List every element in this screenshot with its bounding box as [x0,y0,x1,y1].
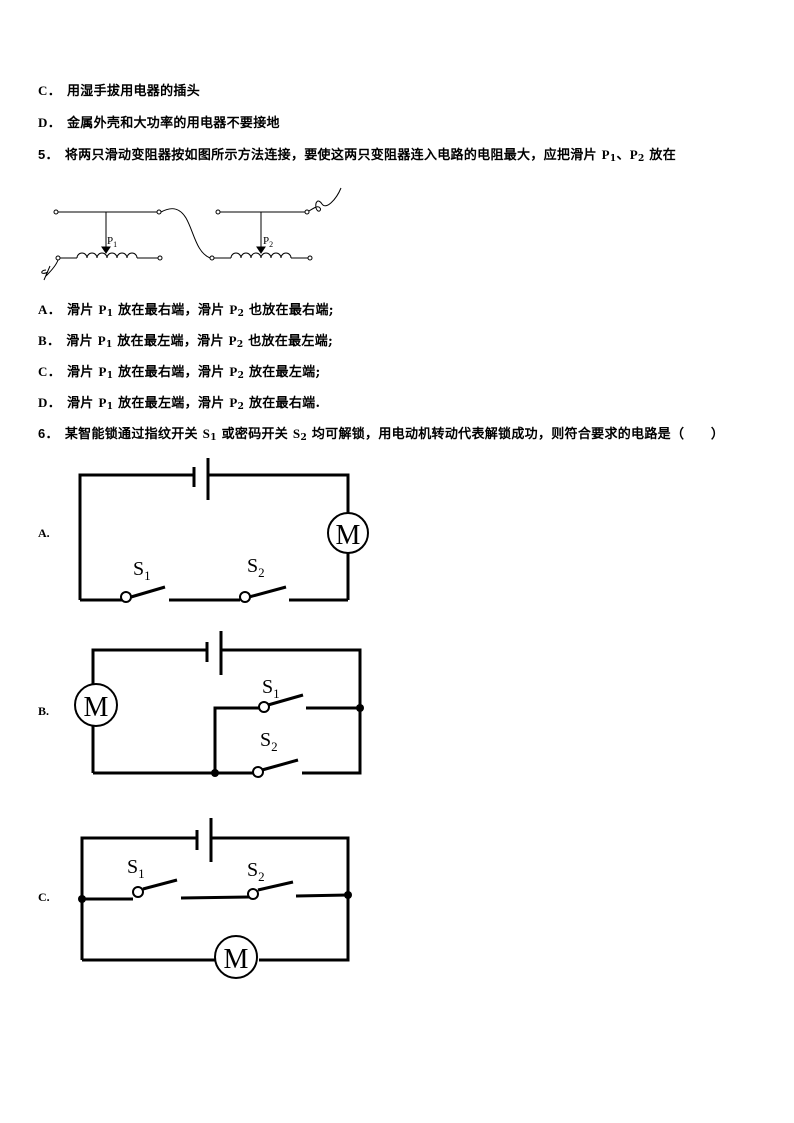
option-label: C． [38,83,61,98]
var: P [97,333,106,348]
slider-p1-label: P1 [107,235,117,249]
q6-option-a-label[interactable]: A. [38,526,50,540]
sub: 2 [237,309,245,319]
option-label: A． [38,302,61,317]
sub: 2 [300,433,308,443]
question-text-end: 放在 [644,148,677,163]
q6-option-b-label[interactable]: B. [38,704,50,718]
rheostat-figure: P1 P2 [41,187,342,281]
switch-s2-label: S2 [247,859,265,884]
option-label: D． [38,395,61,410]
text: 放在最左端，滑片 [112,334,229,349]
sub: 1 [106,309,114,319]
sub: 1 [609,154,617,164]
var: P [229,364,238,379]
question-number: 6． [38,426,59,441]
question-5-stem: 5． 将两只滑动变阻器按如图所示方法连接，要使这两只变阻器连入电路的电阻最大，应把… [38,147,676,164]
var-s1: S [202,426,211,441]
switch-s2-label: S2 [247,555,265,580]
var: P [229,302,238,317]
var-p1: P [601,147,610,162]
option-label: C． [38,364,61,379]
var: P [98,302,107,317]
q6-option-c-label[interactable]: C. [38,890,50,904]
sub: 1 [106,402,114,412]
text: 或密码开关 [216,427,293,442]
switch-s1-label: S1 [133,558,151,583]
text: 也放在最右端; [244,303,334,318]
text: 滑片 [67,396,99,411]
motor-icon: M [84,692,109,723]
q5-option-d[interactable]: D．滑片 P1 放在最左端，滑片 P2 放在最右端. [38,395,320,412]
text: 放在最左端，滑片 [113,396,230,411]
text: 也放在最左端; [243,334,334,349]
var: P [98,395,107,410]
q5-option-b[interactable]: B．滑片 P1 放在最左端，滑片 P2 也放在最左端; [38,333,333,350]
option-text: 用湿手拔用电器的插头 [67,84,201,99]
var: P [98,364,107,379]
q5-option-a[interactable]: A．滑片 P1 放在最右端，滑片 P2 也放在最右端; [38,302,334,319]
option-label: D． [38,115,61,130]
text: 滑片 [67,303,99,318]
text: 放在最右端. [244,396,321,411]
sub: 2 [237,371,245,381]
text: 均可解锁，用电动机转动代表解锁成功，则符合要求的电路是（ ） [307,427,725,442]
option-label: B． [38,333,61,348]
var-s2: S [292,426,301,441]
question-6-stem: 6．某智能锁通过指纹开关 S1 或密码开关 S2 均可解锁，用电动机转动代表解锁… [38,426,724,443]
motor-icon: M [336,520,361,551]
sub: 1 [106,371,114,381]
prev-option-c[interactable]: C． 用湿手拔用电器的插头 [38,83,200,100]
switch-s1-label: S1 [127,856,145,881]
sep: 、 [616,148,630,163]
var-p2: P [629,147,639,162]
text: 放在最右端，滑片 [113,365,230,380]
motor-icon: M [224,944,249,975]
question-number: 5． [38,147,59,162]
var: P [229,395,238,410]
slider-p2-label: P2 [263,235,273,249]
switch-s1-label: S1 [262,676,280,701]
var: P [228,333,237,348]
option-text: 金属外壳和大功率的用电器不要接地 [67,116,280,131]
sub: 2 [638,154,645,164]
prev-option-d[interactable]: D． 金属外壳和大功率的用电器不要接地 [38,115,280,132]
sub: 2 [236,340,244,350]
sub: 1 [210,433,217,443]
question-text: 将两只滑动变阻器按如图所示方法连接，要使这两只变阻器连入电路的电阻最大，应把滑片 [64,148,602,163]
sub: 2 [237,402,245,412]
text: 某智能锁通过指纹开关 [64,427,203,442]
text: 放在最右端，滑片 [113,303,230,318]
switch-s2-label: S2 [260,729,278,754]
text: 滑片 [66,334,98,349]
text: 放在最左端; [244,365,321,380]
q5-option-c[interactable]: C．滑片 P1 放在最右端，滑片 P2 放在最左端; [38,364,321,381]
sub: 1 [105,340,113,350]
text: 滑片 [67,365,99,380]
